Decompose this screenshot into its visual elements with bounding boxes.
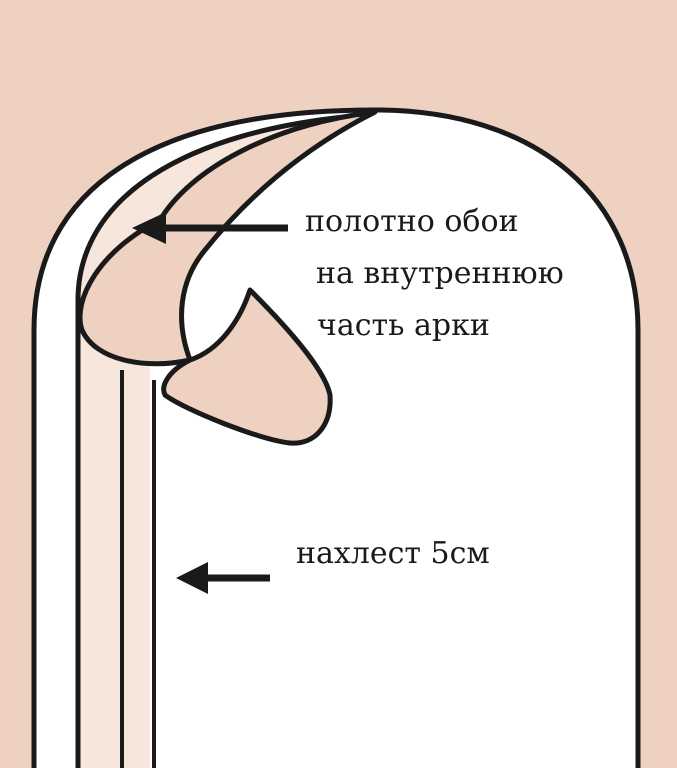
wallpaper-flap xyxy=(161,287,333,446)
label-wallpaper-line-1: полотно обои xyxy=(305,204,519,239)
label-wallpaper-line-2: на внутреннюю xyxy=(316,256,564,291)
wallpaper-edge-line xyxy=(75,112,368,768)
arrow-overlap xyxy=(176,562,270,594)
label-wallpaper-line-3: часть арки xyxy=(317,308,490,343)
label-overlap: нахлест 5см xyxy=(296,536,490,571)
wallpaper-fold xyxy=(77,109,378,367)
arrow-wallpaper xyxy=(132,212,288,244)
